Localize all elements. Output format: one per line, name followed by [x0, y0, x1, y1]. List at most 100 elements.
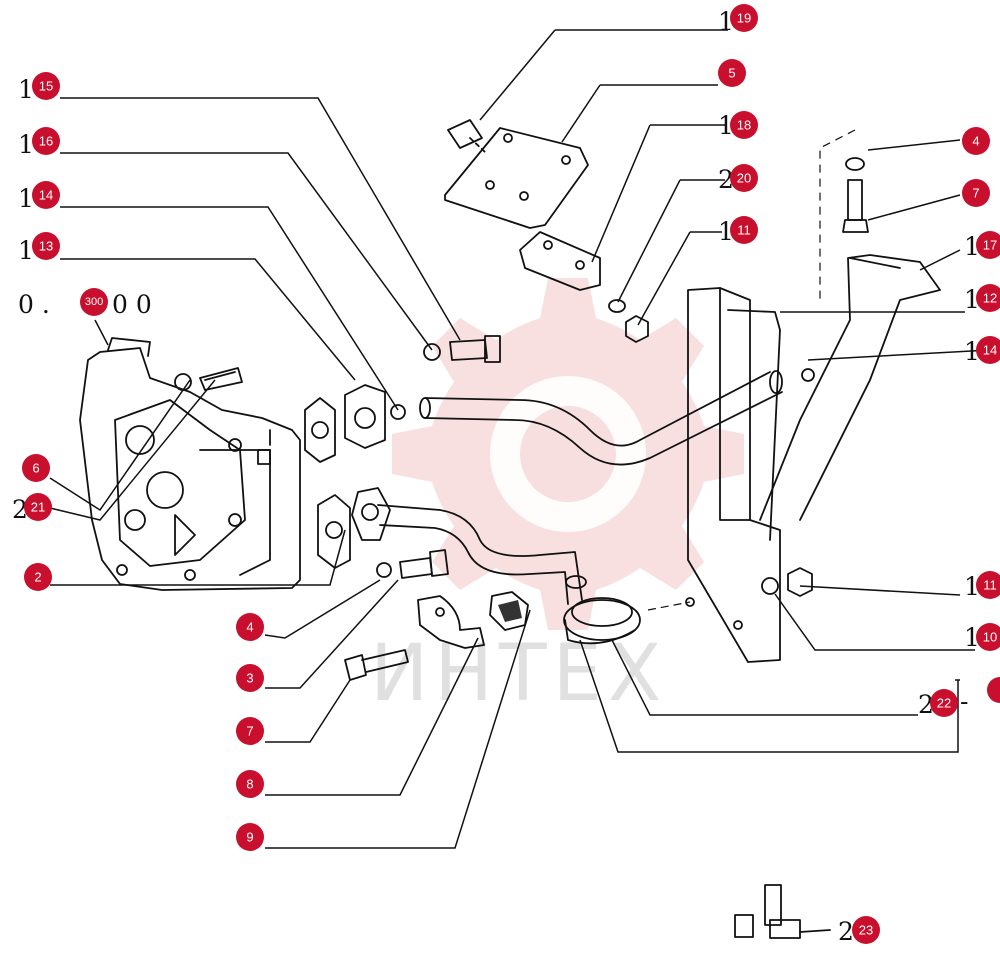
- ref-prefix: 1: [718, 111, 734, 140]
- ref-prefix: 0 .: [18, 290, 50, 319]
- ref-prefix: 1: [964, 285, 980, 314]
- svg-text:22: 22: [937, 696, 951, 711]
- svg-text:2: 2: [34, 570, 41, 585]
- callout-11[interactable]: 11: [730, 216, 758, 244]
- upper-bracket: [444, 119, 589, 229]
- callout-6[interactable]: 6: [22, 454, 50, 482]
- svg-text:21: 21: [31, 500, 45, 515]
- callout-10[interactable]: 10: [976, 623, 1000, 651]
- callout-partial: [987, 677, 1000, 703]
- ref-prefix: 1: [964, 232, 980, 261]
- callout-16[interactable]: 16: [32, 127, 60, 155]
- svg-text:23: 23: [859, 923, 873, 938]
- callout-3[interactable]: 3: [236, 664, 264, 692]
- ref-prefix: 1: [18, 130, 34, 159]
- callout-20[interactable]: 20: [730, 164, 758, 192]
- svg-text:7: 7: [246, 724, 253, 739]
- svg-text:14: 14: [39, 188, 53, 203]
- svg-text:13: 13: [39, 239, 53, 254]
- ref-prefix: 1: [718, 217, 734, 246]
- svg-text:8: 8: [246, 777, 253, 792]
- callout-300[interactable]: 300: [80, 288, 108, 316]
- clamp: [417, 595, 485, 649]
- ref-prefix: 2: [918, 690, 934, 719]
- svg-text:300: 300: [85, 296, 103, 308]
- ref-prefix: 1: [718, 7, 734, 36]
- ref-prefix: 2: [838, 917, 854, 946]
- watermark-gear-logo: [392, 278, 744, 630]
- svg-text:15: 15: [39, 79, 53, 94]
- callout-19[interactable]: 19: [730, 4, 758, 32]
- ref-prefix: 1: [18, 236, 34, 265]
- svg-text:6: 6: [32, 461, 39, 476]
- watermark-text: ИНТЕХ: [370, 629, 667, 719]
- ref-prefix: 2: [718, 165, 734, 194]
- svg-text:5: 5: [728, 66, 735, 81]
- callout-9[interactable]: 9: [236, 823, 264, 851]
- nut-washer-lower-right: [761, 567, 813, 597]
- callout-12[interactable]: 12: [976, 284, 1000, 312]
- bolt-right-top: [842, 157, 869, 233]
- svg-text:9: 9: [246, 830, 253, 845]
- callout-15[interactable]: 15: [32, 72, 60, 100]
- svg-text:12: 12: [983, 291, 997, 306]
- callout-8[interactable]: 8: [236, 770, 264, 798]
- oil-strainer: [563, 597, 641, 645]
- dash-mark: -: [960, 687, 968, 716]
- washer: [390, 404, 406, 420]
- svg-text:3: 3: [246, 671, 253, 686]
- bolt-mid-lower: [376, 549, 449, 579]
- long-bolt: [344, 649, 409, 681]
- callout-17[interactable]: 17: [976, 231, 1000, 259]
- svg-text:16: 16: [39, 134, 53, 149]
- gearbox-housing: [79, 337, 301, 591]
- svg-text:10: 10: [983, 630, 997, 645]
- leader-lines: [49, 29, 991, 849]
- callout-7[interactable]: 7: [962, 179, 990, 207]
- svg-text:20: 20: [737, 171, 751, 186]
- svg-text:4: 4: [246, 620, 253, 635]
- ref-prefix: 1: [964, 337, 980, 366]
- reference-numbers: 1 1 1 1 0 . 0 0 2 1 1 2 1 1 1 1 1 1 2 2: [12, 7, 980, 946]
- oil-pipe-lower: [377, 504, 587, 605]
- gasket-lower: [317, 494, 351, 569]
- callout-5[interactable]: 5: [718, 59, 746, 87]
- svg-text:17: 17: [983, 238, 997, 253]
- support-bracket: [685, 254, 941, 663]
- ref-prefix: 1: [964, 572, 980, 601]
- callout-14b[interactable]: 14: [976, 336, 1000, 364]
- ref-prefix: 1: [964, 623, 980, 652]
- callout-14[interactable]: 14: [32, 181, 60, 209]
- ref-prefix: 1: [18, 184, 34, 213]
- kit-icon: [734, 884, 831, 939]
- svg-text:11: 11: [983, 578, 997, 593]
- nut-washer-top: [608, 299, 649, 343]
- callout-21[interactable]: 21: [24, 493, 52, 521]
- rubber-pad: [489, 591, 529, 631]
- callout-18[interactable]: 18: [730, 111, 758, 139]
- svg-text:19: 19: [737, 11, 751, 26]
- flange-upper: [344, 384, 386, 449]
- callout-22[interactable]: 22: [930, 689, 958, 717]
- ref-prefix: 1: [18, 75, 34, 104]
- callout-11b[interactable]: 11: [976, 571, 1000, 599]
- callout-7b[interactable]: 7: [236, 717, 264, 745]
- bolt-mid-upper: [423, 335, 501, 363]
- svg-text:7: 7: [972, 186, 979, 201]
- callout-4[interactable]: 4: [962, 127, 990, 155]
- ref-prefix: 0 0: [112, 290, 152, 319]
- flange-lower: [351, 487, 391, 541]
- svg-text:14: 14: [983, 343, 997, 358]
- small-screw: [174, 367, 243, 391]
- svg-text:11: 11: [737, 223, 751, 238]
- gasket-upper: [304, 397, 336, 463]
- callout-4b[interactable]: 4: [236, 613, 264, 641]
- lower-bracket: [519, 231, 601, 291]
- callout-23[interactable]: 23: [852, 916, 880, 944]
- ref-prefix: 2: [12, 495, 28, 524]
- callout-2[interactable]: 2: [24, 563, 52, 591]
- callout-13[interactable]: 13: [32, 232, 60, 260]
- callout-badges: 19 5 18 20 11 15 16 14 13 300 6 21 2 4 7…: [22, 4, 1000, 944]
- svg-text:4: 4: [972, 134, 979, 149]
